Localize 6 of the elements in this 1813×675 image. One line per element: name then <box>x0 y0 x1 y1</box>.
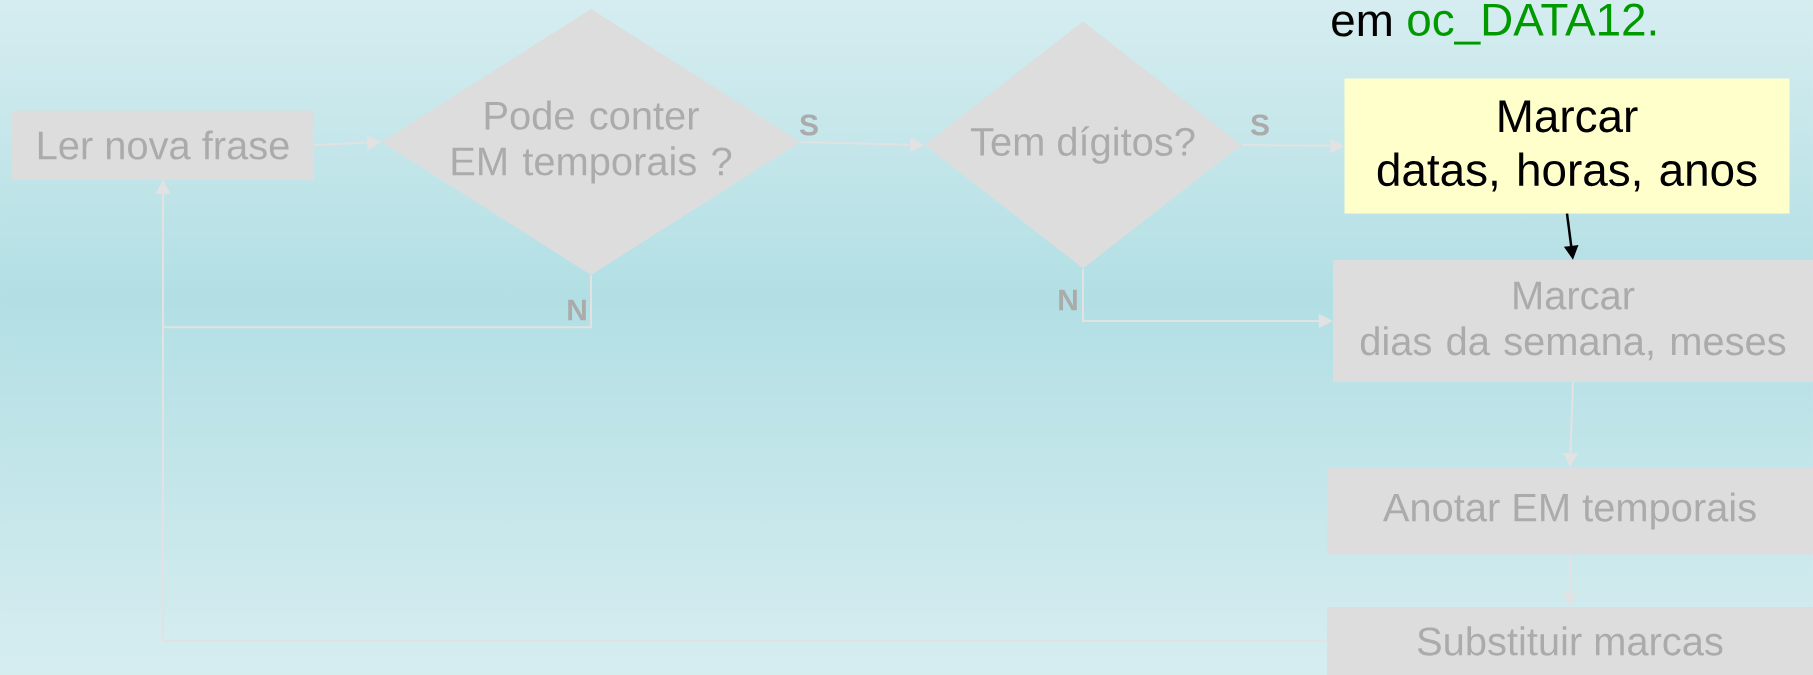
edge-label: S <box>1250 114 1269 136</box>
edge-label: N <box>568 299 586 321</box>
edge-label: S <box>799 114 818 136</box>
edge-label: N <box>1059 289 1077 311</box>
note-text: em <box>1332 11 1391 37</box>
process-box: Marcar datas, horas, anos <box>1344 78 1790 214</box>
